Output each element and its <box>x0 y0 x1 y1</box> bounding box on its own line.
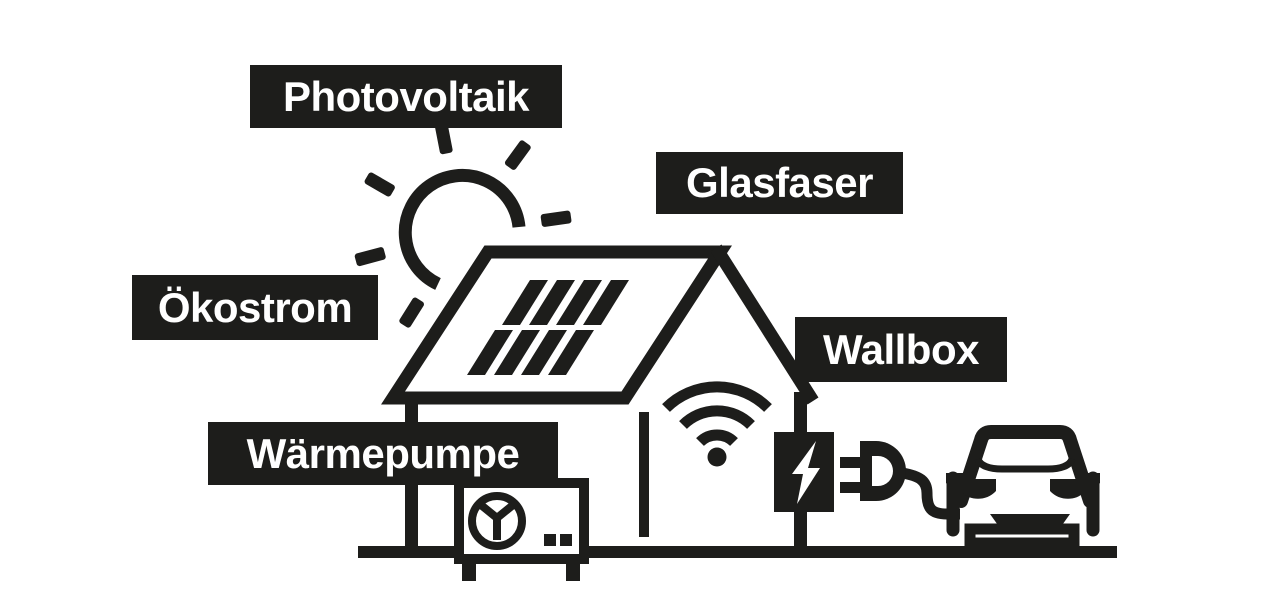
lightning-bolt-icon <box>792 441 820 504</box>
wallbox-icon <box>774 432 834 512</box>
solar-panel-icon <box>467 280 629 375</box>
power-plug-icon <box>840 441 906 501</box>
car-icon <box>946 425 1100 558</box>
label-waermepumpe: Wärmepumpe <box>208 422 558 485</box>
charging-cable-icon <box>900 467 960 520</box>
sun-icon <box>354 123 572 328</box>
windshield-line <box>974 457 1076 473</box>
label-wallbox-text: Wallbox <box>823 325 979 373</box>
bumper <box>964 523 1080 549</box>
heat-pump-icon <box>454 478 589 581</box>
label-waermepumpe-text: Wärmepumpe <box>246 429 520 477</box>
right-mirror <box>1078 473 1100 493</box>
label-oekostrom: Ökostrom <box>132 275 378 340</box>
label-glasfaser-text: Glasfaser <box>686 159 873 206</box>
house-door-edge <box>639 412 649 537</box>
label-wallbox: Wallbox <box>795 317 1007 382</box>
label-photovoltaik: Photovoltaik <box>250 65 562 128</box>
label-glasfaser: Glasfaser <box>656 152 903 214</box>
left-headlight <box>963 479 996 499</box>
left-mirror <box>946 473 968 493</box>
right-headlight <box>1050 479 1083 499</box>
label-oekostrom-text: Ökostrom <box>157 283 353 331</box>
wifi-icon <box>662 381 772 467</box>
label-photovoltaik-text: Photovoltaik <box>282 72 530 120</box>
